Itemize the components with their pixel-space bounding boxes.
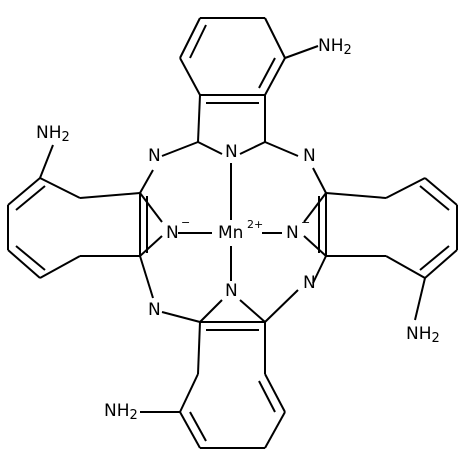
left-azo-bond [139, 169, 154, 194]
top-ring-bond [264, 57, 286, 96]
top-ring-bond [179, 17, 201, 59]
amino-group-left: NH2 [36, 123, 70, 145]
left-ring-bond [39, 177, 81, 199]
aza-nitrogen-lower-left: N [148, 300, 161, 320]
aza-nitrogen-upper-left: N [148, 146, 161, 166]
pyrrole-nitrogen-right: N [286, 223, 299, 243]
amino-group-top: NH2 [318, 36, 352, 58]
double-bond [189, 411, 207, 442]
right-cn-bond [303, 192, 327, 223]
lower-right-azo-bond [264, 289, 299, 323]
amino-group-bottom: NH2 [104, 401, 138, 423]
right-amino-bond [414, 277, 426, 321]
top-ring-bond [179, 57, 201, 96]
pyrrole-nitrogen-top: N [225, 142, 238, 162]
right-ring-bond [424, 177, 458, 206]
metal-atom-label: Mn [218, 223, 243, 243]
right-ring-bond [385, 255, 426, 279]
top-cn-bond [197, 141, 223, 155]
anion-charge-left: − [181, 216, 190, 229]
double-bond [189, 24, 207, 59]
right-cn-bond [303, 235, 327, 257]
anion-charge-right: − [301, 216, 310, 229]
bottom-ring-bond [179, 411, 201, 449]
right-ring-bond [424, 249, 458, 279]
aza-nitrogen-upper-right: N [303, 146, 316, 166]
upper-left-azo-bond [161, 141, 199, 157]
double-bond [15, 245, 46, 271]
pyrrole-nitrogen-left: N [166, 223, 179, 243]
bottom-cn-bond [239, 299, 266, 323]
top-cn-bond [239, 141, 266, 155]
upper-right-azo-bond [264, 141, 299, 157]
left-ring-bond [79, 192, 141, 199]
top-amino-bond [284, 45, 319, 59]
aza-nitrogen-lower-right: N [303, 273, 316, 293]
double-bond [258, 57, 276, 89]
bottom-ring-bond [264, 411, 286, 449]
top-isoindole-bond [197, 94, 201, 143]
left-ring-bond [7, 249, 41, 279]
amino-group-right: NH2 [406, 324, 440, 346]
right-azo-bond [312, 255, 327, 284]
right-ring-bond [385, 177, 426, 199]
metal-charge-label: 2+ [247, 218, 263, 231]
double-bond [419, 245, 450, 271]
bottom-cn-bond [199, 299, 223, 323]
left-amino-bond [39, 144, 54, 179]
bond-lines [7, 17, 458, 449]
bottom-ring-bond [197, 321, 201, 375]
bottom-ring-bond [179, 373, 199, 413]
left-cn-bond [139, 235, 163, 257]
right-azo-bond [312, 167, 327, 194]
lower-left-azo-bond [161, 311, 201, 323]
left-azo-bond [139, 255, 154, 299]
left-cn-bond [139, 192, 163, 223]
left-ring-bond [7, 177, 41, 206]
left-ring-bond [39, 255, 81, 279]
right-ring-bond [325, 192, 387, 199]
pyrrole-nitrogen-bottom: N [225, 281, 238, 301]
double-bond [258, 380, 276, 413]
double-bond [419, 185, 450, 211]
top-ring-bond [264, 17, 286, 59]
bottom-ring-bond [264, 373, 286, 413]
double-bond [15, 185, 46, 211]
